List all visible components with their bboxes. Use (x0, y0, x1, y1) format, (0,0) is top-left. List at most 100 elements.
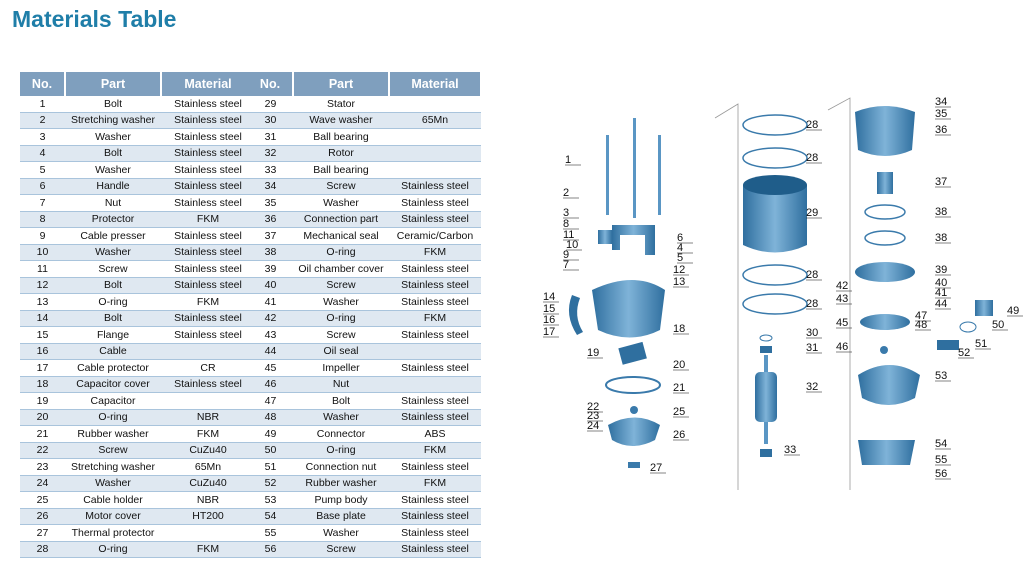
cell-material (389, 145, 481, 162)
cell-material: Stainless steel (161, 310, 255, 327)
callout-label: 28 (806, 119, 818, 131)
cell-part: Rubber washer (293, 475, 389, 492)
cell-no: 41 (248, 293, 293, 311)
callout-label: 56 (935, 468, 947, 480)
callout-label: 28 (806, 152, 818, 164)
cell-material: FKM (161, 425, 255, 443)
cell-part: Impeller (293, 359, 389, 377)
callout-label: 5 (677, 252, 683, 264)
cell-no: 40 (248, 277, 293, 294)
header-material: Material (389, 72, 482, 96)
callout-label: 4 (677, 242, 683, 254)
cell-part: Washer (293, 293, 389, 311)
cell-no: 22 (20, 442, 65, 459)
cell-no: 7 (20, 194, 65, 212)
cell-part: Screw (293, 277, 389, 294)
cell-material: FKM (161, 211, 255, 228)
cell-no: 51 (248, 458, 293, 476)
callout-label: 18 (673, 323, 685, 335)
cell-no: 48 (248, 409, 293, 426)
cell-part: Washer (293, 194, 389, 212)
callout-label: 10 (566, 239, 578, 251)
header-no: No. (20, 72, 66, 96)
panel-divider (714, 103, 739, 490)
cell-material: CuZu40 (161, 442, 255, 459)
cell-no: 18 (20, 376, 65, 393)
cell-part: Flange (65, 326, 161, 344)
cell-material: 65Mn (161, 458, 255, 476)
cell-no: 15 (20, 326, 65, 344)
callout-label: 55 (935, 454, 947, 466)
cell-part: Thermal protector (65, 524, 161, 542)
callout-label: 37 (935, 176, 947, 188)
cell-material: NBR (161, 491, 255, 509)
cell-material: Stainless steel (161, 260, 255, 278)
cell-part: Nut (65, 194, 161, 212)
cell-part: Cable presser (65, 227, 161, 245)
callout-label: 45 (836, 317, 848, 329)
callout-label: 48 (915, 319, 927, 331)
cell-no: 4 (20, 145, 65, 162)
cell-material: HT200 (161, 508, 255, 525)
cell-material (389, 128, 481, 146)
cell-part: Wave washer (293, 112, 389, 129)
cell-part: Bolt (65, 145, 161, 162)
cell-no: 6 (20, 178, 65, 195)
cell-material: FKM (389, 310, 481, 327)
callout-label: 41 (935, 287, 947, 299)
cell-no: 2 (20, 112, 65, 129)
cell-part: Cable holder (65, 491, 161, 509)
cell-material: Ceramic/Carbon (389, 227, 481, 245)
cell-part: O-ring (293, 244, 389, 261)
cell-part: Stator (293, 96, 389, 113)
callout-label: 9 (563, 249, 569, 261)
cell-part: Screw (293, 326, 389, 344)
cell-material: Stainless steel (161, 112, 255, 129)
callout-label: 50 (992, 319, 1004, 331)
cell-no: 34 (248, 178, 293, 195)
callout-label: 13 (673, 276, 685, 288)
cell-part: Washer (293, 524, 389, 542)
cell-part: Cable (65, 343, 161, 360)
callout-label: 12 (673, 264, 685, 276)
cell-no: 54 (248, 508, 293, 525)
cell-no: 21 (20, 425, 65, 443)
cell-part: O-ring (65, 409, 161, 426)
cell-material: Stainless steel (389, 508, 481, 525)
cell-no: 46 (248, 376, 293, 393)
cell-no: 31 (248, 128, 293, 146)
cell-part: Rotor (293, 145, 389, 162)
cell-material: FKM (161, 541, 255, 558)
cell-part: Oil seal (293, 343, 389, 360)
cell-material: Stainless steel (161, 227, 255, 245)
cell-material: Stainless steel (389, 178, 481, 195)
callout-label: 47 (915, 310, 927, 322)
cell-part: Protector (65, 211, 161, 228)
cell-no: 28 (20, 541, 65, 558)
cell-material (161, 343, 255, 360)
